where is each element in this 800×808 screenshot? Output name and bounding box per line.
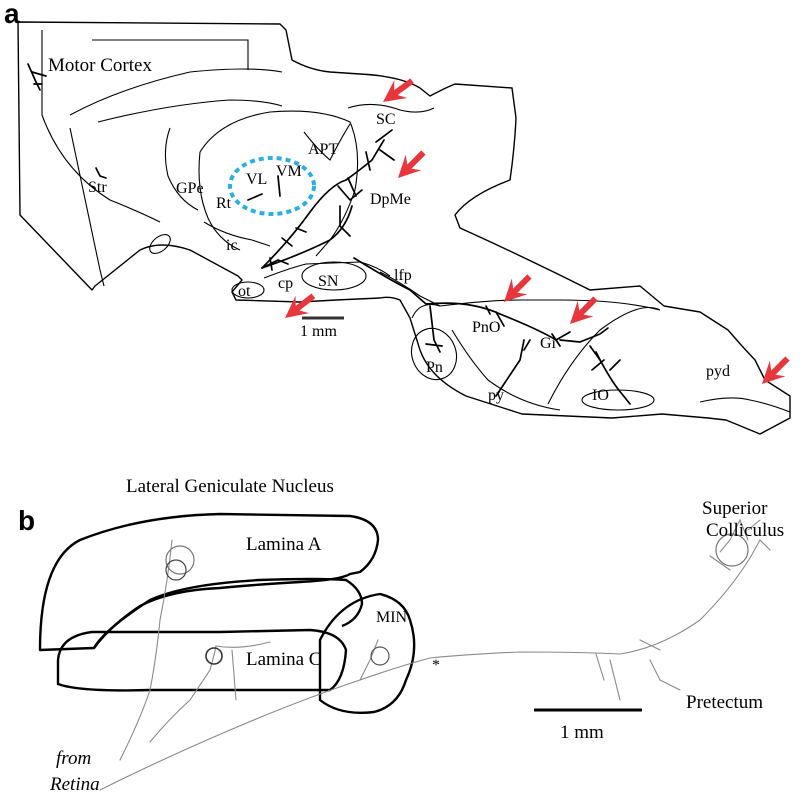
py-line bbox=[451, 329, 561, 411]
label-from: from bbox=[56, 748, 91, 769]
min-outline bbox=[318, 592, 416, 714]
red-arrow-gi bbox=[562, 290, 604, 332]
label-gi: Gi bbox=[540, 335, 557, 352]
arbor-cloud-c bbox=[205, 647, 223, 665]
pyd-line bbox=[699, 397, 791, 413]
gi-border bbox=[547, 306, 661, 405]
label-pn: Pn bbox=[426, 359, 443, 376]
label-colliculus: Colliculus bbox=[706, 520, 784, 541]
cortex-layer-3 bbox=[69, 68, 283, 116]
brain-outline bbox=[17, 21, 791, 435]
label-py: py bbox=[488, 387, 504, 404]
label-retina: Retina bbox=[49, 774, 100, 795]
lamina-inner-outline bbox=[92, 577, 364, 649]
red-arrow-pno bbox=[496, 268, 538, 310]
sc-border bbox=[347, 103, 435, 113]
label-motor-cortex: Motor Cortex bbox=[48, 55, 152, 76]
label-lfp: lfp bbox=[394, 267, 412, 284]
pons-border bbox=[411, 303, 441, 319]
label-lgn-title: Lateral Geniculate Nucleus bbox=[126, 476, 334, 497]
internal-capsule bbox=[203, 221, 271, 247]
panel-b-letter: b bbox=[18, 505, 35, 536]
label-superior: Superior bbox=[702, 498, 768, 519]
pn-outline bbox=[410, 327, 458, 381]
sn-outline bbox=[301, 261, 367, 291]
lfp-line bbox=[379, 271, 661, 311]
label-lamina-c: Lamina C bbox=[246, 649, 321, 670]
ventricle-shape bbox=[149, 234, 171, 254]
panel-a: a bbox=[4, 0, 796, 435]
red-arrow-dpme bbox=[390, 144, 432, 186]
arbor-cloud-sc bbox=[715, 533, 749, 567]
label-gpe: GPe bbox=[176, 180, 204, 197]
cp-border bbox=[263, 261, 391, 279]
label-asterisk: * bbox=[432, 657, 440, 674]
label-rt: Rt bbox=[216, 195, 232, 212]
scale-label-a: 1 mm bbox=[300, 323, 337, 340]
label-ic: ic bbox=[226, 237, 238, 254]
label-min: MIN bbox=[376, 609, 408, 626]
label-dpme: DpMe bbox=[370, 191, 411, 208]
label-cp: cp bbox=[278, 275, 293, 292]
label-ot: ot bbox=[238, 283, 251, 300]
axon-arbor bbox=[27, 63, 631, 405]
rt-border bbox=[198, 151, 241, 251]
lamina-c-outline bbox=[56, 628, 348, 692]
label-vm: VM bbox=[276, 163, 302, 180]
label-vl: VL bbox=[246, 171, 267, 188]
arbor-cloud-min bbox=[370, 646, 390, 666]
vl-vm-circle bbox=[228, 156, 316, 216]
label-lamina-a: Lamina A bbox=[246, 534, 322, 555]
striatum-border bbox=[69, 127, 105, 287]
panel-a-letter: a bbox=[4, 0, 20, 29]
cortex-layer-2 bbox=[41, 30, 161, 223]
retinal-axon bbox=[99, 518, 771, 791]
label-pretectum: Pretectum bbox=[686, 692, 763, 713]
label-sc: SC bbox=[376, 111, 396, 128]
thalamus-border bbox=[199, 110, 359, 257]
gpe-border bbox=[164, 127, 199, 211]
cortex-layer-1 bbox=[92, 39, 249, 70]
arbor-cloud-a bbox=[165, 545, 195, 575]
apt-border bbox=[303, 123, 351, 161]
label-apt: APT bbox=[308, 141, 338, 158]
red-arrow-cp bbox=[278, 287, 321, 327]
scale-label-b: 1 mm bbox=[560, 722, 604, 743]
label-io: IO bbox=[592, 387, 609, 404]
panel-b: b Lateral Geniculate Nucleus Lamina A La… bbox=[18, 476, 784, 795]
label-sn: SN bbox=[318, 273, 339, 290]
label-pyd: pyd bbox=[706, 363, 730, 380]
ot-outline bbox=[231, 281, 265, 299]
label-pno: PnO bbox=[472, 319, 500, 336]
cortex-layer-4 bbox=[97, 99, 283, 123]
label-str: Str bbox=[88, 179, 107, 196]
